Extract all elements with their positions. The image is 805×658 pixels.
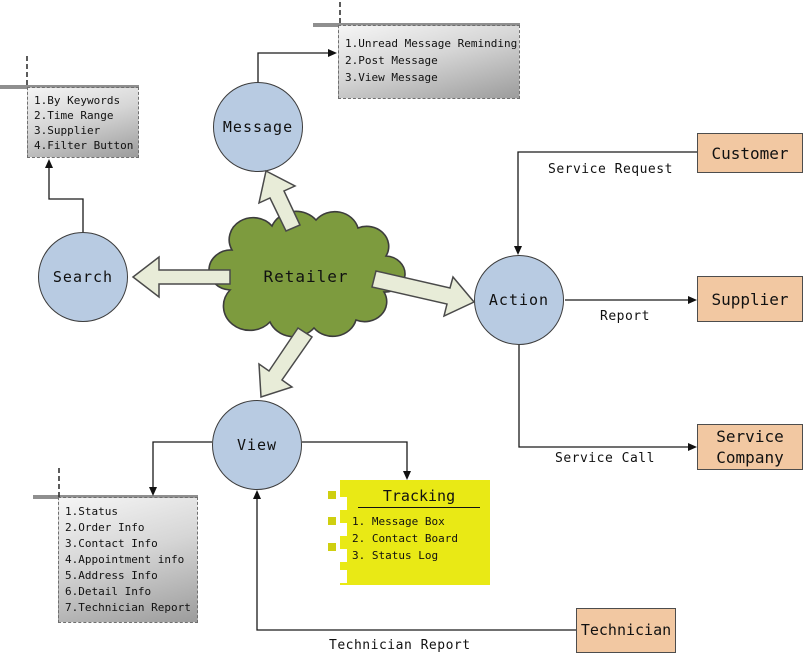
node-action-label: Action: [488, 291, 550, 309]
tracking-title: Tracking: [358, 487, 480, 508]
edge-label-service-call: Service Call: [555, 451, 655, 466]
edge-label-report: Report: [600, 309, 650, 324]
entity-service-company-label: Service Company: [716, 427, 784, 467]
message-actions-note: 1.Unread Message Reminding 2.Post Messag…: [338, 25, 520, 99]
entity-customer: Customer: [697, 133, 803, 173]
retailer-cloud-label: Retailer: [263, 267, 349, 286]
edge-label-technician-report: Technician Report: [329, 638, 471, 653]
entity-technician: Technician: [576, 608, 676, 653]
note-item: 7.Technician Report: [65, 601, 191, 614]
note-item: 3.View Message: [345, 71, 438, 84]
note-item: 3.Contact Info: [65, 537, 158, 550]
search-filters-note: 1.By Keywords 2.Time Range 3.Supplier 4.…: [27, 87, 139, 158]
note-item: 5.Address Info: [65, 569, 158, 582]
note-item: 4.Filter Button: [34, 139, 134, 152]
node-message: Message: [213, 82, 303, 172]
entity-supplier: Supplier: [697, 276, 803, 322]
node-message-label: Message: [222, 118, 294, 136]
note-item: 4.Appointment info: [65, 553, 185, 566]
note-item: 1.Status: [65, 505, 118, 518]
node-view: View: [212, 400, 302, 490]
entity-technician-label: Technician: [580, 621, 672, 639]
tracking-perforation: [328, 517, 336, 525]
tracking-item: 2. Contact Board: [352, 532, 458, 545]
tracking-note: Tracking 1. Message Box 2. Contact Board…: [340, 480, 490, 585]
tracking-item: 1. Message Box: [352, 515, 445, 528]
note-item: 3.Supplier: [34, 124, 101, 137]
tracking-perforation: [328, 543, 336, 551]
node-view-label: View: [236, 436, 278, 454]
note-item: 6.Detail Info: [65, 585, 152, 598]
view-details-note: 1.Status 2.Order Info 3.Contact Info 4.A…: [58, 497, 198, 623]
tracking-items: 1. Message Box 2. Contact Board 3. Statu…: [340, 513, 490, 564]
note-item: 2.Order Info: [65, 521, 145, 534]
note-item: 2.Time Range: [34, 109, 114, 122]
edge-label-service-request: Service Request: [548, 162, 673, 177]
entity-customer-label: Customer: [711, 143, 789, 163]
node-search-label: Search: [52, 268, 114, 286]
entity-service-company: Service Company: [697, 424, 803, 470]
tracking-perforation: [334, 570, 347, 583]
note-item: 1.Unread Message Reminding: [345, 37, 518, 50]
note-item: 1.By Keywords: [34, 94, 121, 107]
node-search: Search: [38, 232, 128, 322]
node-action: Action: [474, 255, 564, 345]
note-item: 2.Post Message: [345, 54, 438, 67]
entity-supplier-label: Supplier: [711, 289, 789, 309]
tracking-item: 3. Status Log: [352, 549, 439, 562]
tracking-perforation: [328, 491, 336, 499]
